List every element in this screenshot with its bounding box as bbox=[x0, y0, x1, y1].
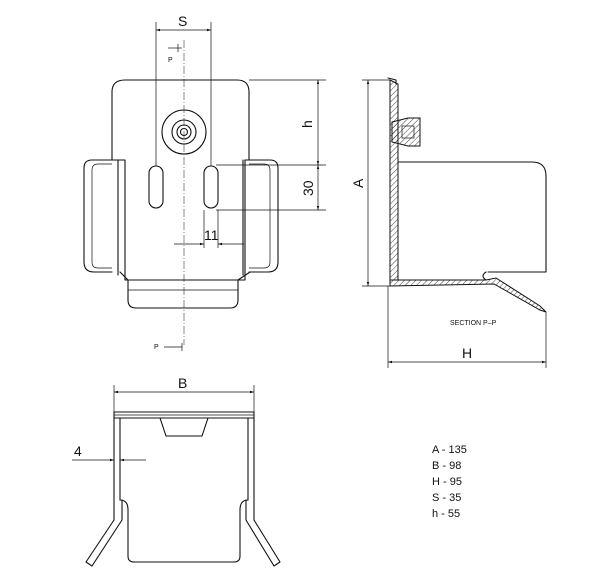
H-label: H bbox=[462, 345, 472, 361]
center-tab bbox=[159, 417, 209, 437]
p-bottom-label: P bbox=[154, 344, 159, 351]
a-label: A bbox=[350, 178, 366, 188]
dim-30-label: 30 bbox=[300, 180, 316, 196]
section-title: SECTION P–P bbox=[450, 320, 497, 327]
front-plate-outline bbox=[111, 79, 250, 281]
left-wing-outer bbox=[83, 159, 113, 273]
section-view bbox=[362, 77, 547, 368]
back-wall bbox=[389, 79, 399, 281]
dimension-b: B bbox=[114, 375, 254, 394]
spec-s: S - 35 bbox=[432, 492, 461, 504]
spec-list: A - 135 B - 98 H - 95 S - 35 h - 55 bbox=[432, 444, 467, 520]
section-marker-top: P bbox=[168, 44, 182, 64]
right-wing-inner bbox=[249, 163, 271, 269]
section-marker-bottom: P bbox=[154, 343, 183, 351]
s-label: S bbox=[178, 13, 187, 29]
right-wing-outer bbox=[248, 159, 279, 273]
bottom-view bbox=[85, 385, 281, 567]
lower-tray bbox=[119, 271, 251, 309]
spec-h: h - 55 bbox=[432, 508, 460, 520]
dimension-30: 30 bbox=[216, 165, 326, 211]
tray-body bbox=[397, 161, 547, 273]
b-label: B bbox=[178, 375, 187, 391]
spec-h-big: H - 95 bbox=[432, 476, 462, 488]
boss-section bbox=[391, 117, 421, 147]
dimension-4: 4 bbox=[72, 443, 146, 462]
right-slot bbox=[203, 165, 219, 209]
dimension-H: H bbox=[388, 345, 546, 364]
left-slot bbox=[148, 165, 164, 209]
dimension-h: h bbox=[216, 79, 326, 166]
spec-b: B - 98 bbox=[432, 460, 461, 472]
p-top-label: P bbox=[168, 57, 173, 64]
bottom-tray bbox=[119, 499, 249, 563]
dimension-s: S bbox=[155, 13, 212, 166]
dimension-a: A bbox=[350, 80, 370, 286]
dimension-11: 11 bbox=[174, 210, 244, 248]
tray-floor bbox=[389, 277, 547, 313]
front-view bbox=[83, 40, 279, 345]
h-label: h bbox=[299, 120, 315, 128]
dim-4-label: 4 bbox=[74, 443, 82, 459]
left-wing-inner bbox=[91, 163, 112, 269]
spec-a: A - 135 bbox=[432, 444, 467, 456]
dim-11-label: 11 bbox=[204, 227, 219, 243]
